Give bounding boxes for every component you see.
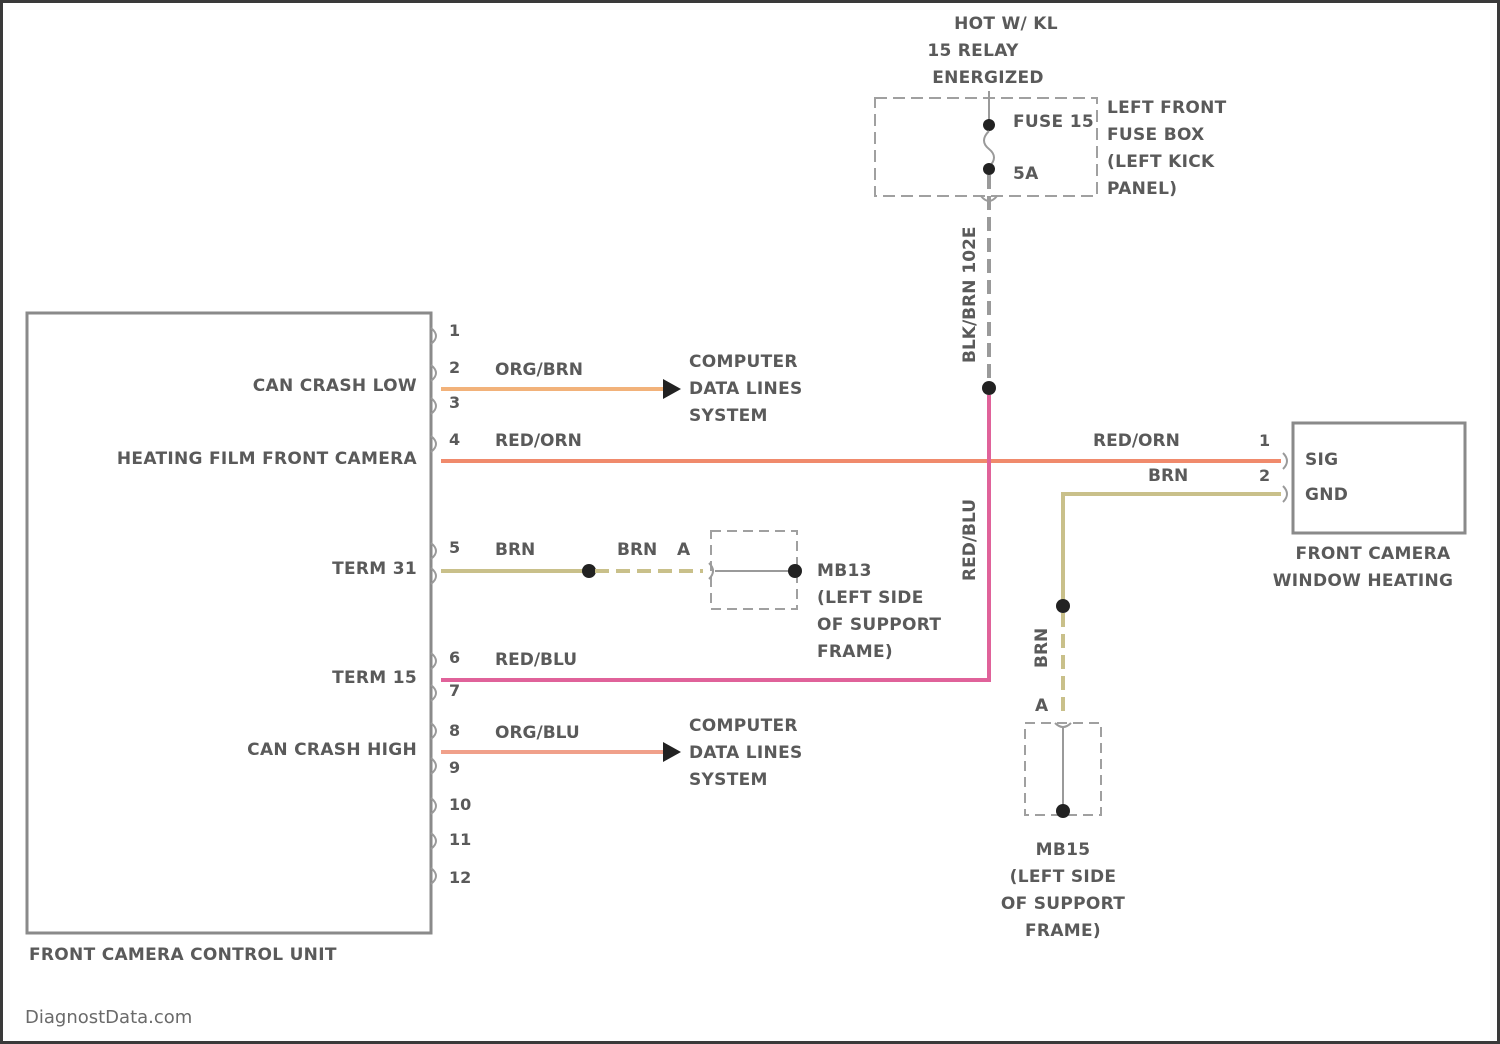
wire-label-heater-gnd: BRN <box>1148 466 1188 486</box>
control-unit-box <box>27 313 431 933</box>
heater-sig: SIG <box>1305 450 1338 470</box>
pin-9: 9 <box>449 758 460 777</box>
pin-3: 3 <box>449 393 460 412</box>
pin-7: 7 <box>449 681 460 700</box>
wire-label-heating: RED/ORN <box>495 431 582 451</box>
computer-data-2-line3: SYSTEM <box>689 770 768 790</box>
ground-mb15-point <box>1056 804 1070 818</box>
power-header-3: ENERGIZED <box>932 68 1044 88</box>
source-footer: DiagnostData.com <box>25 1007 192 1028</box>
heater-box <box>1293 423 1465 533</box>
pin-4: 4 <box>449 430 460 449</box>
pin-11: 11 <box>449 830 471 849</box>
fuse-bottom-terminal <box>983 163 995 175</box>
signal-term-15: TERM 15 <box>332 668 417 688</box>
pin-6: 6 <box>449 648 460 667</box>
arrow-can-high <box>663 742 681 762</box>
fuse-name: FUSE 15 <box>1013 112 1094 132</box>
wire-label-heater-power: RED/ORN <box>1093 431 1180 451</box>
ground-mb15-line3: OF SUPPORT <box>1001 894 1125 914</box>
wire-label-term31-b: BRN <box>617 540 657 560</box>
connector-a-term31: A <box>677 540 691 560</box>
computer-data-1-line2: DATA LINES <box>689 379 803 399</box>
pin-8: 8 <box>449 721 460 740</box>
wire-heater-gnd <box>1063 494 1281 606</box>
fusebox-label-3: (LEFT KICK <box>1107 152 1215 172</box>
wire-label-term31-a: BRN <box>495 540 535 560</box>
wire-label-term15: RED/BLU <box>495 650 577 670</box>
wire-label-can-high: ORG/BLU <box>495 723 580 743</box>
pin-2: 2 <box>449 358 460 377</box>
heater-pin1-arc <box>1283 453 1287 469</box>
ground-mb13-line4: FRAME) <box>817 642 893 662</box>
signal-can-crash-high: CAN CRASH HIGH <box>247 740 417 760</box>
power-header-2: 15 RELAY <box>927 41 1019 61</box>
fuse-symbol <box>984 131 994 167</box>
heater-name-2: WINDOW HEATING <box>1273 571 1454 591</box>
ground-mb13-line3: OF SUPPORT <box>817 615 941 635</box>
signal-can-crash-low: CAN CRASH LOW <box>253 376 417 396</box>
computer-data-1-line1: COMPUTER <box>689 352 798 372</box>
ground-mb15-line2: (LEFT SIDE <box>1010 867 1117 887</box>
splice-term31 <box>582 564 596 578</box>
heater-pin-2: 2 <box>1259 466 1270 485</box>
fusebox-label-1: LEFT FRONT <box>1107 98 1227 118</box>
wire-label-vertical-red: RED/BLU <box>960 499 980 581</box>
wire-label-can-low: ORG/BRN <box>495 360 583 380</box>
computer-data-1-line3: SYSTEM <box>689 406 768 426</box>
heater-pin-1: 1 <box>1259 431 1270 450</box>
heater-name-1: FRONT CAMERA <box>1296 544 1451 564</box>
wiring-diagram: FRONT CAMERA CONTROL UNIT 1 2 3 4 5 6 7 … <box>3 3 1497 1041</box>
fuse-rating: 5A <box>1013 164 1039 184</box>
ground-mb13-point <box>788 564 802 578</box>
ground-mb13-name: MB13 <box>817 561 872 581</box>
fusebox-label-2: FUSE BOX <box>1107 125 1205 145</box>
heater-gnd: GND <box>1305 485 1348 505</box>
splice-power <box>982 381 996 395</box>
pin-1: 1 <box>449 321 460 340</box>
fuse-top-terminal <box>983 119 995 131</box>
fusebox-label-4: PANEL) <box>1107 179 1177 199</box>
control-unit-name: FRONT CAMERA CONTROL UNIT <box>29 945 337 965</box>
wire-label-gnd-vertical: BRN <box>1032 628 1052 668</box>
ground-mb15-line4: FRAME) <box>1025 921 1101 941</box>
arrow-can-low <box>663 379 681 399</box>
signal-heating-film: HEATING FILM FRONT CAMERA <box>117 449 418 469</box>
computer-data-2-line1: COMPUTER <box>689 716 798 736</box>
heater-pin2-arc <box>1283 486 1287 502</box>
ground-mb13-line2: (LEFT SIDE <box>817 588 924 608</box>
connector-a-gnd: A <box>1035 696 1049 716</box>
splice-heater-gnd <box>1056 599 1070 613</box>
pin-10: 10 <box>449 795 471 814</box>
wire-label-blk-brn: BLK/BRN 102E <box>960 227 980 363</box>
pin-5: 5 <box>449 538 460 557</box>
signal-term-31: TERM 31 <box>332 559 417 579</box>
computer-data-2-line2: DATA LINES <box>689 743 803 763</box>
pin-12: 12 <box>449 868 471 887</box>
power-header-1: HOT W/ KL <box>954 14 1058 34</box>
ground-mb15-name: MB15 <box>1036 840 1091 860</box>
